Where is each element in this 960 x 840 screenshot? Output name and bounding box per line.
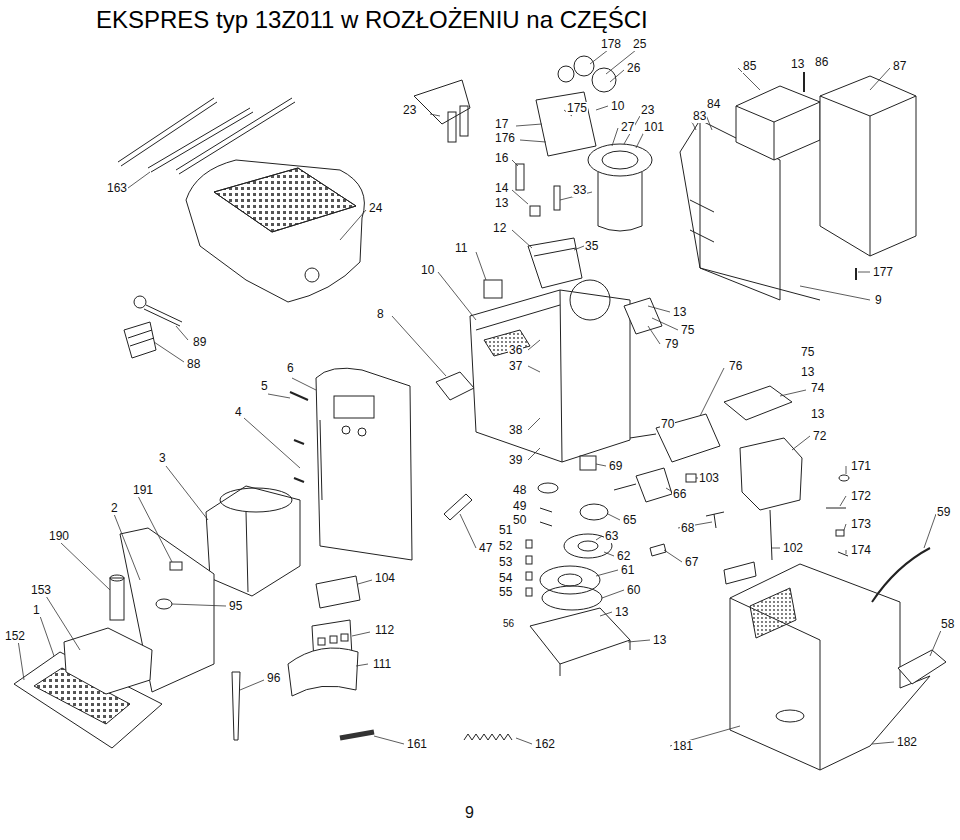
callout-number: 104: [374, 572, 396, 585]
page-number: 9: [464, 804, 475, 822]
callout-number: 171: [850, 460, 872, 473]
callout-number: 58: [940, 618, 955, 631]
callout-number: 86: [814, 56, 829, 69]
callout-number: 39: [508, 454, 523, 467]
callout-number: 60: [626, 584, 641, 597]
callout-number: 26: [626, 62, 641, 75]
callout-number: 4: [234, 406, 243, 419]
callout-number: 65: [622, 514, 637, 527]
callout-number: 103: [698, 472, 720, 485]
callout-number: 102: [782, 542, 804, 555]
callout-number: 177: [872, 266, 894, 279]
callout-number: 112: [374, 624, 395, 637]
callout-number: 35: [584, 240, 599, 253]
callout-number: 152: [4, 630, 26, 643]
callout-number: 55: [498, 586, 513, 599]
callout-number: 88: [186, 358, 201, 371]
callout-number: 176: [494, 132, 516, 145]
callout-number: 62: [616, 550, 631, 563]
callout-number: 162: [534, 738, 556, 751]
callout-number: 89: [192, 336, 207, 349]
callout-number: 1: [32, 604, 41, 617]
callout-number: 54: [498, 572, 513, 585]
callout-number: 13: [614, 606, 629, 619]
callout-number: 63: [604, 530, 619, 543]
callout-number: 27: [620, 121, 635, 134]
callout-number: 75: [800, 346, 815, 359]
callout-number: 61: [620, 564, 635, 577]
callout-number: 68: [680, 522, 695, 535]
callout-number: 182: [896, 736, 918, 749]
callout-number: 87: [892, 60, 907, 73]
callout-number: 36: [508, 344, 523, 357]
callout-number: 59: [936, 506, 951, 519]
callout-number: 174: [850, 544, 872, 557]
callout-number: 6: [286, 362, 295, 375]
callout-number: 47: [478, 542, 493, 555]
callout-number: 10: [610, 100, 625, 113]
callout-number: 24: [368, 202, 383, 215]
callout-number: 173: [850, 518, 872, 531]
callout-number: 95: [228, 600, 243, 613]
callout-number: 25: [632, 38, 647, 51]
callout-number: 3: [158, 452, 167, 465]
callout-number: 14: [494, 182, 509, 195]
callout-number: 79: [664, 338, 679, 351]
callout-number: 76: [728, 360, 743, 373]
callout-number: 23: [640, 104, 655, 117]
callout-number: 84: [706, 98, 721, 111]
callout-number: 16: [494, 152, 509, 165]
callout-number: 23: [402, 104, 417, 117]
callout-number: 2: [110, 502, 119, 515]
callout-number: 83: [692, 110, 707, 123]
callout-number: 50: [512, 514, 527, 527]
callout-number: 9: [874, 294, 883, 307]
callout-number: 191: [132, 484, 154, 497]
callout-number: 13: [800, 366, 815, 379]
callout-number: 74: [810, 382, 825, 395]
callout-number: 72: [812, 430, 827, 443]
callout-number: 38: [508, 424, 523, 437]
callout-number: 172: [850, 490, 872, 503]
callout-number: 85: [742, 60, 757, 73]
callout-number: 51: [498, 524, 513, 537]
callout-number: 96: [266, 672, 281, 685]
callout-number: 12: [492, 222, 507, 235]
callout-number: 181: [672, 740, 694, 753]
title: EKSPRES typ 13Z011 w ROZŁOŻENIU na CZĘŚC…: [96, 6, 648, 34]
callout-number: 70: [660, 418, 675, 431]
callout-number: 163: [106, 182, 128, 195]
callout-number: 10: [420, 264, 435, 277]
callout-number: 5: [260, 380, 269, 393]
callout-number: 48: [512, 484, 527, 497]
callout-number: 75: [680, 324, 695, 337]
callout-number: 17: [494, 118, 509, 131]
callout-number: 8: [376, 308, 385, 321]
callout-number: 175: [566, 102, 588, 115]
callout-number: 53: [498, 556, 513, 569]
callout-number: 37: [508, 360, 523, 373]
callout-number: 153: [30, 584, 52, 597]
callout-number: 56: [502, 618, 515, 629]
callout-number: 101: [643, 121, 665, 134]
callout-number: 13: [494, 197, 509, 210]
callout-number: 178: [600, 38, 622, 51]
callout-number: 111: [372, 658, 392, 671]
callout-number: 33: [572, 184, 587, 197]
callout-number: 13: [652, 634, 667, 647]
callout-number: 11: [454, 242, 468, 255]
callout-number: 161: [406, 738, 428, 751]
callout-number: 69: [608, 460, 623, 473]
callout-number: 190: [48, 530, 70, 543]
callout-number: 13: [790, 58, 805, 71]
callout-number: 49: [512, 500, 527, 513]
callout-number: 66: [672, 488, 687, 501]
callout-number: 13: [810, 408, 825, 421]
callout-number: 13: [672, 306, 687, 319]
callout-number: 67: [684, 556, 699, 569]
callout-number: 52: [498, 540, 513, 553]
